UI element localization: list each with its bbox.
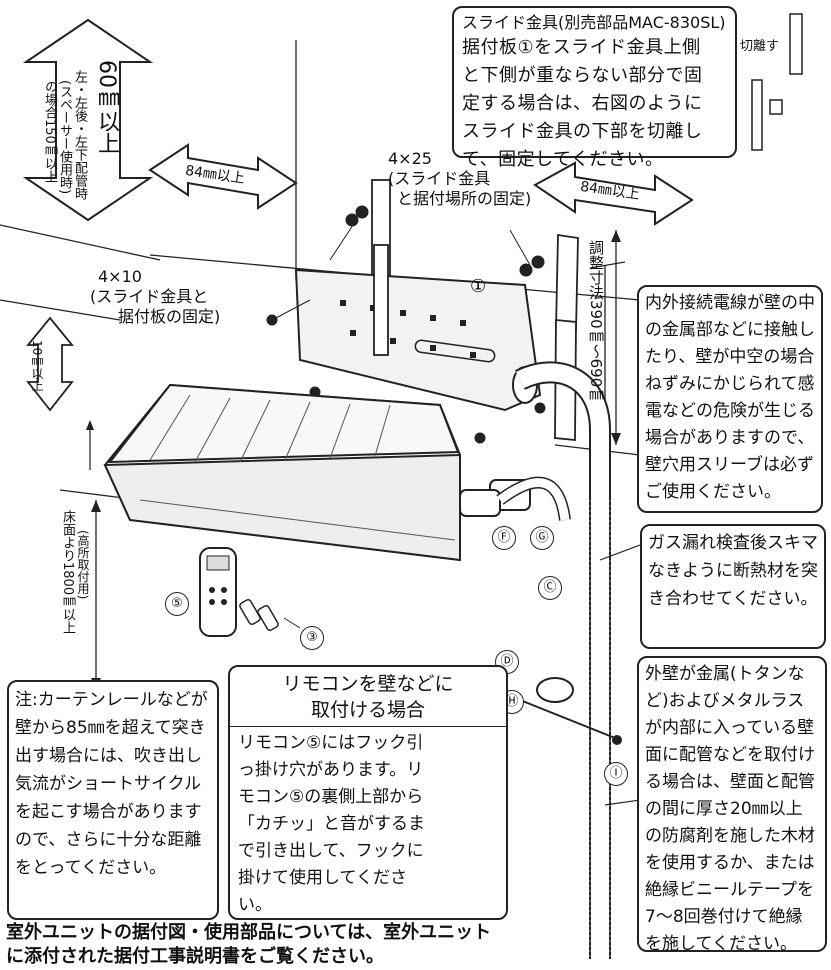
screw-4x25-size: 4×25	[388, 149, 432, 168]
slide-bracket-title: スライド金具(別売部品MAC-830SL)	[462, 13, 726, 32]
slide-bracket-callout: スライド金具(別売部品MAC-830SL) 据付板①をスライド金具上側と下側が重…	[452, 6, 737, 170]
floor-dim-line1: 床面より1800㎜以上	[60, 510, 75, 635]
part-5-label: ⑤	[165, 592, 189, 616]
clearance-arrow-top	[22, 18, 154, 222]
slide-bracket-right	[554, 233, 579, 441]
clearance-bottom-10: 10㎜以上	[30, 340, 44, 392]
plate-number: ①	[470, 276, 487, 297]
part-G-label: Ⓖ	[530, 526, 554, 550]
screw-4x10-line2: 据付板の固定)	[118, 307, 221, 326]
floor-dim-line2: (高所取付用)	[76, 530, 90, 600]
cut-label: 切離す	[740, 39, 780, 54]
adjust-dimension: 調整寸法390㎜〜690㎜	[587, 240, 605, 403]
remote-mount-callout: リモコンを壁などに 取付ける場合 リモコン⑤にはフック引っ掛け穴があります。リモ…	[228, 665, 508, 920]
clearance-top-sub1: 左・左後・左下配管時	[72, 70, 87, 200]
metal-wall-callout: 外壁が金属(トタンなど)およびメタルラスが内部に入っている壁面に配管などを取付け…	[637, 656, 827, 954]
remote-mount-text: リモコン⑤にはフック引っ掛け穴があります。リモコン⑤の裏側上部から「カチッ」と音…	[238, 733, 425, 915]
part-C-label: Ⓒ	[538, 576, 562, 600]
slide-bracket-left	[371, 179, 391, 356]
indoor-unit	[103, 383, 461, 562]
footer-line1: 室外ユニットの据付図・使用部品については、室外ユニット	[6, 922, 492, 943]
clearance-top-sub3: の場合150㎜以上	[42, 80, 57, 183]
curtain-rail-note: 注:カーテンレールなどが壁から85㎜を超えて突き出す場合には、吹き出し気流がショ…	[7, 680, 219, 920]
screw-4x25-line2: と据付場所の固定)	[397, 189, 532, 208]
slide-bracket-text: 据付板①をスライド金具上側と下側が重ならない部分で固定する場合は、右図のようにス…	[462, 37, 703, 170]
clearance-top-sub2: (スペーサー使用時)	[57, 80, 72, 195]
gas-leak-callout: ガス漏れ検査後スキマなきように断熱材を突き合わせてください。	[640, 524, 826, 649]
mounting-plate	[294, 268, 542, 412]
part-F-label: Ⓕ	[492, 526, 516, 550]
part-3-label: ③	[300, 626, 324, 650]
clearance-top-main: 60㎜以上	[94, 60, 119, 154]
remote-mount-title-1: リモコンを壁などに	[282, 673, 454, 695]
remote-mount-title-2: 取付ける場合	[230, 697, 506, 727]
part-I-label: Ⓘ	[604, 762, 628, 786]
screw-4x25-line1: (スライド金具	[388, 169, 491, 188]
screw-4x10-line1: (スライド金具と	[90, 287, 209, 306]
clearance-arrow-right	[533, 161, 694, 226]
wire-warning-callout: 内外接続電線が壁の中の金属部などに接触したり、壁が中空の場合ねずみにかじられて感…	[637, 285, 823, 513]
screw-4x10-size: 4×10	[98, 267, 142, 286]
footer-line2: に添付された据付工事説明書をご覧ください。	[6, 946, 384, 967]
clearance-arrow-bottom	[26, 316, 74, 412]
part-D-label: Ⓓ	[495, 650, 519, 674]
pipe-bundle	[515, 361, 611, 959]
clearance-arrow-left	[148, 143, 298, 210]
